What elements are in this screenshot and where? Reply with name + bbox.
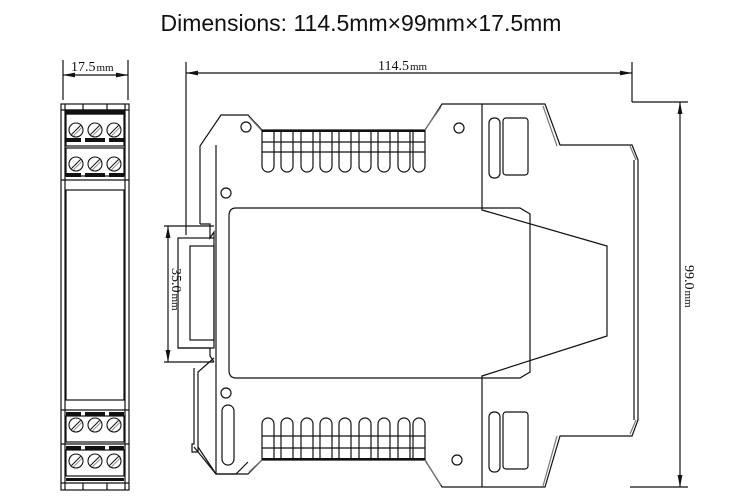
diagram-title: Dimensions: 114.5mm×99mm×17.5mm [160, 10, 562, 36]
top-vent-fins [261, 129, 426, 173]
bottom-vent-fins [261, 417, 426, 461]
length-dimension: 114.5mm [185, 59, 633, 235]
front-view: 17.5mm [60, 60, 130, 491]
side-view: 114.5mm 99.0mm 35.0mm [164, 59, 696, 488]
width-label: 17.5mm [71, 60, 114, 75]
height-dimension: 99.0mm [630, 101, 696, 488]
height-label: 99.0mm [681, 265, 696, 308]
length-label: 114.5mm [378, 59, 428, 74]
width-dimension: 17.5mm [62, 60, 129, 100]
rail-label: 35.0mm [168, 268, 183, 311]
